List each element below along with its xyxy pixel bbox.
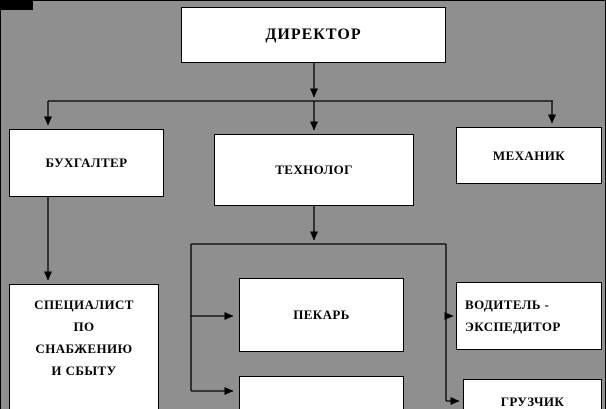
node-director: ДИРЕКТОР	[181, 7, 446, 63]
node-bottom-unlabeled	[239, 376, 404, 409]
node-baker: ПЕКАРЬ	[239, 278, 404, 352]
corner-artifact	[1, 1, 33, 10]
node-loader: ГРУЗЧИК	[463, 379, 602, 409]
node-driver-expeditor: ВОДИТЕЛЬ - ЭКСПЕДИТОР	[456, 282, 602, 350]
node-technologist: ТЕХНОЛОГ	[214, 134, 414, 206]
node-accountant: БУХГАЛТЕР	[9, 129, 164, 197]
node-supply-sales-specialist: СПЕЦИАЛИСТ ПО СНАБЖЕНИЮ И СБЫТУ	[9, 284, 159, 409]
node-mechanic: МЕХАНИК	[456, 127, 602, 184]
